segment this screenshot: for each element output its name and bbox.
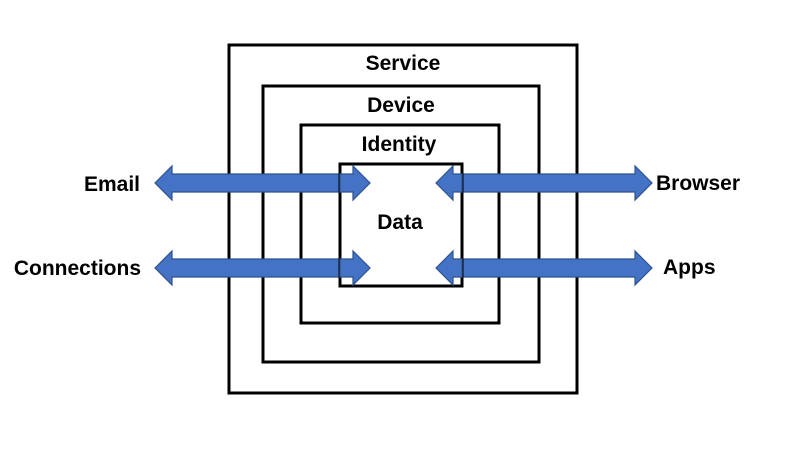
- apps-label: Apps: [663, 256, 716, 279]
- browser-label: Browser: [656, 172, 740, 195]
- browser-arrow: [435, 164, 653, 202]
- device-label: Device: [367, 94, 435, 117]
- connections-arrow-tip: [339, 249, 371, 287]
- device-layer-box: [261, 84, 541, 364]
- email-arrow-tip: [339, 164, 371, 202]
- apps-arrow: [435, 249, 653, 287]
- connections-label: Connections: [14, 257, 141, 280]
- browser-arrow-tip: [435, 164, 463, 202]
- email-label: Email: [84, 173, 140, 196]
- identity-label: Identity: [362, 133, 437, 156]
- service-layer-box: [227, 43, 579, 395]
- service-label: Service: [366, 52, 441, 75]
- apps-arrow-tip: [435, 249, 463, 287]
- data-label: Data: [377, 211, 423, 234]
- identity-layer-box: [299, 123, 501, 325]
